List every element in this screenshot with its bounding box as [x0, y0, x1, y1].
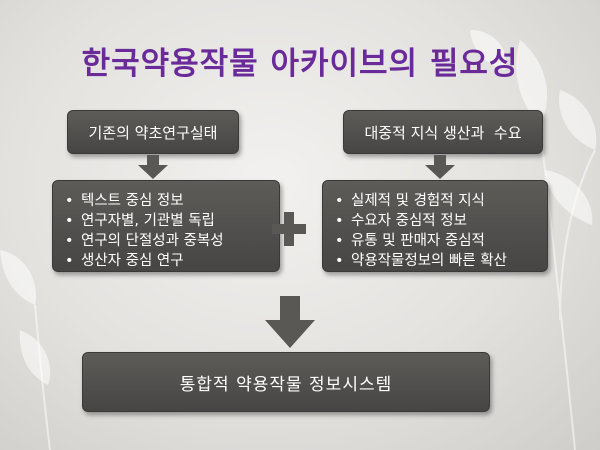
left-list-box: 텍스트 중심 정보 연구자별, 기관별 독립 연구의 단절성과 중복성 생산자 …	[52, 180, 280, 272]
left-arrow-down-icon	[138, 155, 168, 179]
plus-icon	[272, 212, 306, 246]
right-arrow-down-icon	[425, 155, 455, 179]
left-header-box: 기존의 약초연구실태	[67, 110, 239, 154]
right-header-label: 대중적 지식 생산과 수요	[364, 123, 522, 142]
list-item: 실제적 및 경험적 지식	[335, 191, 539, 211]
list-item: 연구의 단절성과 중복성	[65, 231, 271, 251]
list-item: 생산자 중심 연구	[65, 251, 271, 271]
right-list-box: 실제적 및 경험적 지식 수요자 중심적 정보 유통 및 판매자 중심적 약용작…	[322, 180, 548, 272]
list-item: 수요자 중심적 정보	[335, 211, 539, 231]
list-item: 유통 및 판매자 중심적	[335, 231, 539, 251]
main-arrow-down-icon	[265, 296, 315, 348]
left-header-label: 기존의 약초연구실태	[88, 123, 218, 142]
list-item: 약용작물정보의 빠른 확산	[335, 251, 539, 271]
bottom-result-box: 통합적 약용작물 정보시스템	[82, 352, 490, 412]
list-item: 연구자별, 기관별 독립	[65, 211, 271, 231]
bottom-result-label: 통합적 약용작물 정보시스템	[179, 374, 393, 395]
slide-title: 한국약용작물 아카이브의 필요성	[81, 46, 519, 82]
list-item: 텍스트 중심 정보	[65, 191, 271, 211]
right-header-box: 대중적 지식 생산과 수요	[343, 110, 543, 154]
